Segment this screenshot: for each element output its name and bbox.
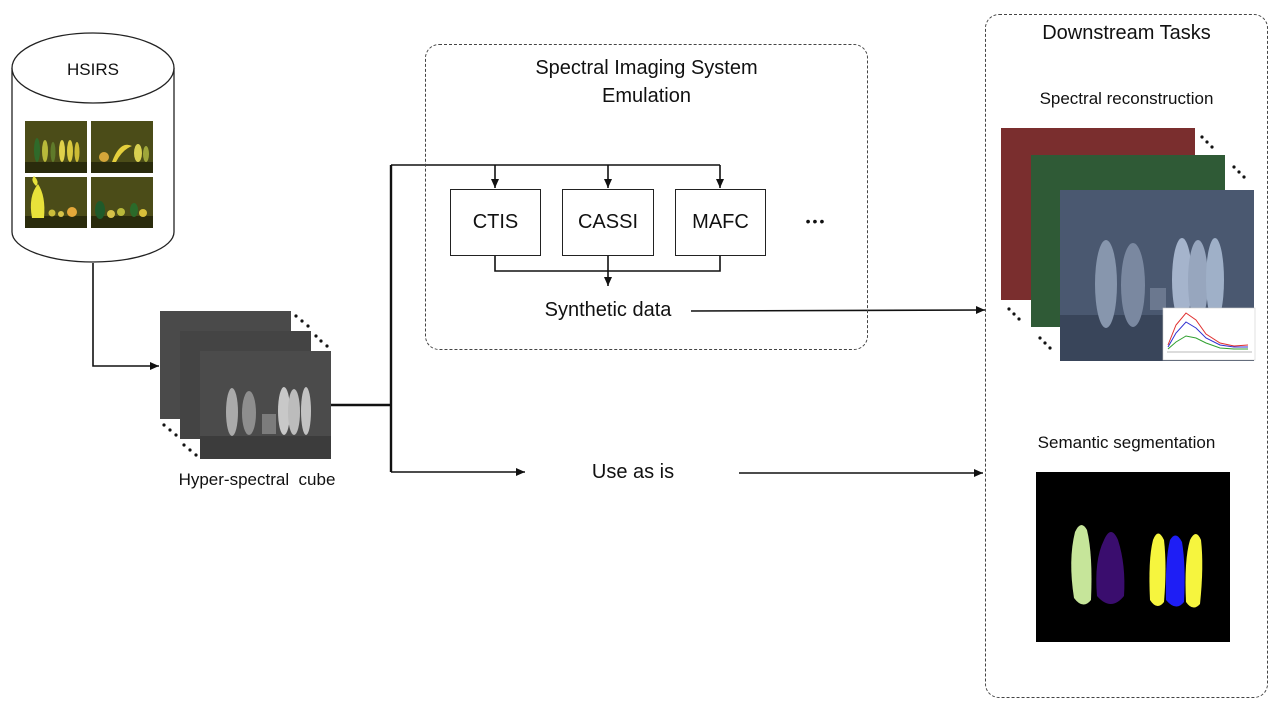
emulation-container (425, 44, 868, 350)
ctis-box: CTIS (450, 189, 541, 256)
thumbnail-4 (91, 177, 153, 228)
cube-ellipsis-bottom (162, 423, 198, 457)
arrow-db-to-cube (92, 263, 159, 370)
recon-ellipsis-top (1200, 135, 1246, 179)
database-label: HSIRS (67, 60, 119, 79)
trunk-line (331, 165, 393, 472)
emulation-title-line2: Emulation (602, 85, 691, 107)
cube-label: Hyper-spectral cube (178, 470, 336, 489)
thumbnail-2 (91, 121, 153, 173)
downstream-title: Downstream Tasks (1042, 22, 1211, 44)
spectral-signature-plot (1162, 307, 1256, 361)
emulation-title-line1: Spectral Imaging System (535, 57, 758, 79)
recon-ellipsis-bottom (1007, 307, 1052, 350)
spectral-reconstruction-label: Spectral reconstruction (1039, 89, 1214, 108)
cube-ellipsis-top (294, 314, 329, 348)
ctis-label: CTIS (472, 211, 519, 233)
thumbnail-3 (25, 176, 87, 228)
arrow-synthetic-to-tasks (690, 306, 986, 315)
synthetic-data-label: Synthetic data (544, 299, 672, 321)
thumbnail-1 (25, 121, 87, 173)
semantic-segmentation-label: Semantic segmentation (1037, 433, 1216, 452)
cassi-label: CASSI (577, 211, 639, 233)
database-thumbnails (25, 121, 153, 228)
use-as-is-label: Use as is (591, 461, 675, 483)
spectral-reconstruction-image (1001, 128, 1254, 361)
more-systems-ellipsis: ••• (805, 213, 827, 229)
downstream-container (985, 14, 1268, 698)
mafc-box: MAFC (675, 189, 766, 256)
hyperspectral-cube (160, 311, 331, 459)
cube-front-image (200, 351, 331, 459)
cassi-box: CASSI (562, 189, 654, 256)
semantic-segmentation-image (1036, 472, 1230, 642)
mafc-label: MAFC (692, 211, 749, 233)
